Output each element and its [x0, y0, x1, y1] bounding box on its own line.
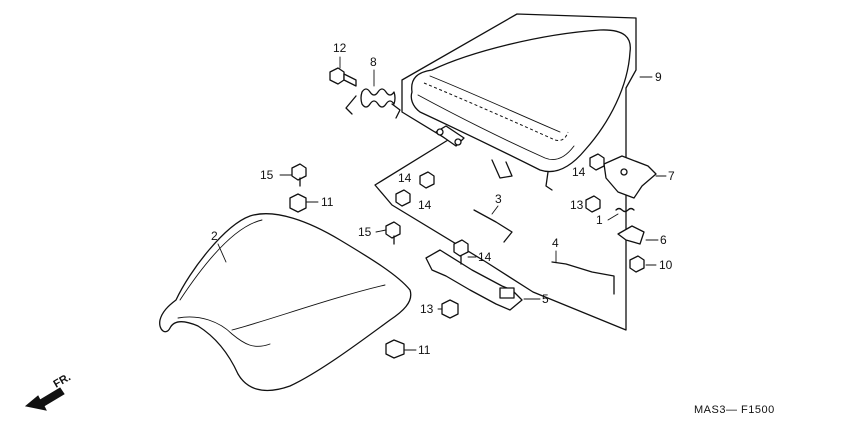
spring — [345, 88, 401, 119]
callout-4: 4 — [552, 236, 559, 250]
callout-15-lower: 15 — [358, 225, 372, 239]
callout-12: 12 — [333, 41, 347, 55]
callout-15-upper: 15 — [260, 168, 274, 182]
nut-11-lower — [385, 339, 405, 359]
callout-11-upper: 11 — [321, 195, 334, 209]
bolt-14-c — [453, 239, 469, 265]
grommet-10 — [629, 255, 645, 273]
callout-7: 7 — [668, 169, 675, 183]
seat-bracket — [425, 249, 523, 311]
clip-6 — [617, 225, 645, 245]
bolt-12 — [329, 67, 357, 87]
callout-14-a: 14 — [398, 171, 412, 185]
cowl-mount-bracket — [435, 125, 465, 147]
front-direction-arrow — [24, 387, 65, 411]
callout-1: 1 — [596, 213, 603, 227]
callout-13-lower: 13 — [420, 302, 434, 316]
spring-1 — [615, 207, 635, 213]
bolt-14-b — [419, 171, 435, 189]
bolt-15-lower — [385, 221, 401, 245]
callout-14-b: 14 — [418, 198, 432, 212]
callout-5: 5 — [542, 292, 549, 306]
front-direction-label: FR. — [52, 371, 73, 390]
callout-9: 9 — [655, 70, 662, 84]
bolt-14-d — [589, 153, 605, 171]
rod-4 — [551, 261, 615, 295]
nut-13-lower — [441, 299, 459, 319]
rod-3 — [473, 209, 513, 243]
rear-seat-cowl — [410, 29, 631, 191]
callout-10: 10 — [659, 258, 673, 272]
callout-8: 8 — [370, 55, 377, 69]
callout-2: 2 — [211, 229, 218, 243]
main-seat — [159, 213, 412, 391]
callout-14-c: 14 — [478, 250, 492, 264]
bolt-15-upper — [291, 163, 307, 187]
nut-13-upper — [585, 195, 601, 213]
bolt-14-a — [395, 189, 411, 207]
callout-6: 6 — [660, 233, 667, 247]
callout-3: 3 — [495, 192, 502, 206]
callout-14-d: 14 — [572, 165, 586, 179]
drawing-code: MAS3— F1500 — [694, 404, 775, 416]
leader-lines — [217, 56, 667, 351]
callout-11-lower: 11 — [418, 343, 431, 357]
nut-11-upper — [289, 193, 307, 213]
seat-lock-bracket — [603, 155, 657, 199]
callout-13-upper: 13 — [570, 198, 584, 212]
